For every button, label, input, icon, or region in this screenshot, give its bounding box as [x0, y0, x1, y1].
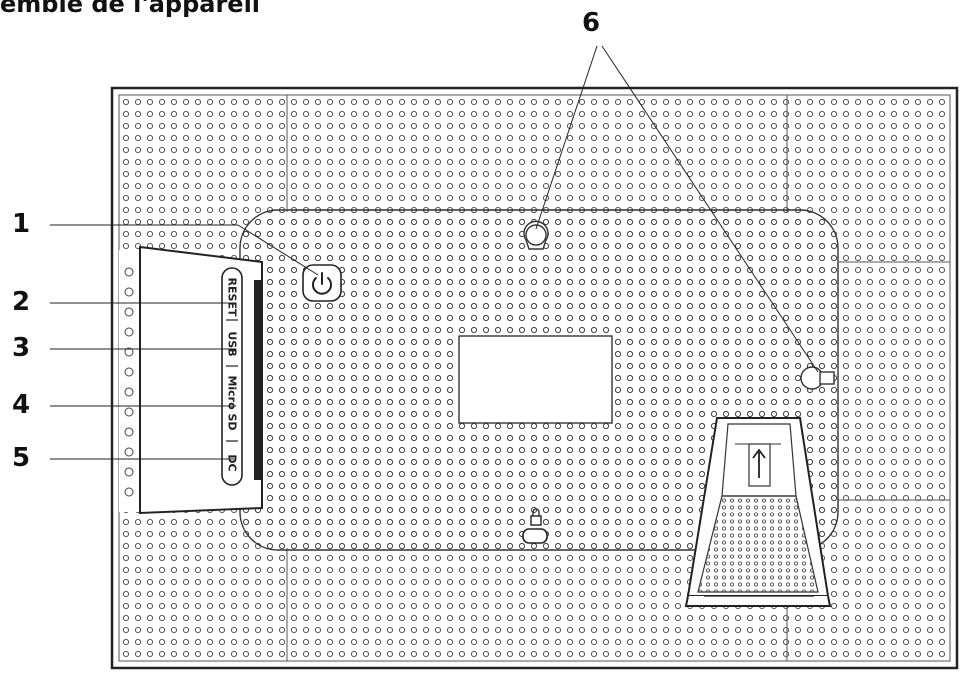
arrow-up-icon	[752, 448, 766, 478]
callout-number-2: 2	[12, 287, 31, 317]
side-strip-holes	[124, 267, 134, 497]
label-plate	[458, 335, 613, 424]
side-port-panel	[139, 245, 263, 515]
kickstand	[684, 417, 832, 607]
port-edge	[254, 280, 262, 480]
leader-line-6a	[535, 45, 598, 230]
leader-line-6b	[601, 45, 819, 373]
port-label-reset: RESET	[226, 278, 239, 317]
side-strip	[119, 250, 139, 512]
callout-number-5: 5	[12, 443, 31, 473]
leader-line-1b	[237, 224, 319, 276]
lock-icon	[522, 508, 548, 544]
callout-number-1: 1	[12, 209, 31, 239]
page-heading: emble de l'appareil	[0, 0, 261, 18]
wall-mount-hole-icon	[800, 366, 835, 390]
callout-number-6: 6	[582, 8, 601, 38]
power-button[interactable]	[302, 264, 342, 302]
wall-mount-hole-icon	[523, 220, 549, 250]
power-icon	[312, 272, 332, 295]
callout-number-4: 4	[12, 390, 31, 420]
port-label-usb: USB	[226, 331, 239, 356]
port-bezel	[221, 267, 243, 486]
port-label-micro-sd: Micro SD	[226, 375, 239, 430]
callout-number-3: 3	[12, 333, 31, 363]
port-label-dc: DC	[226, 454, 239, 471]
